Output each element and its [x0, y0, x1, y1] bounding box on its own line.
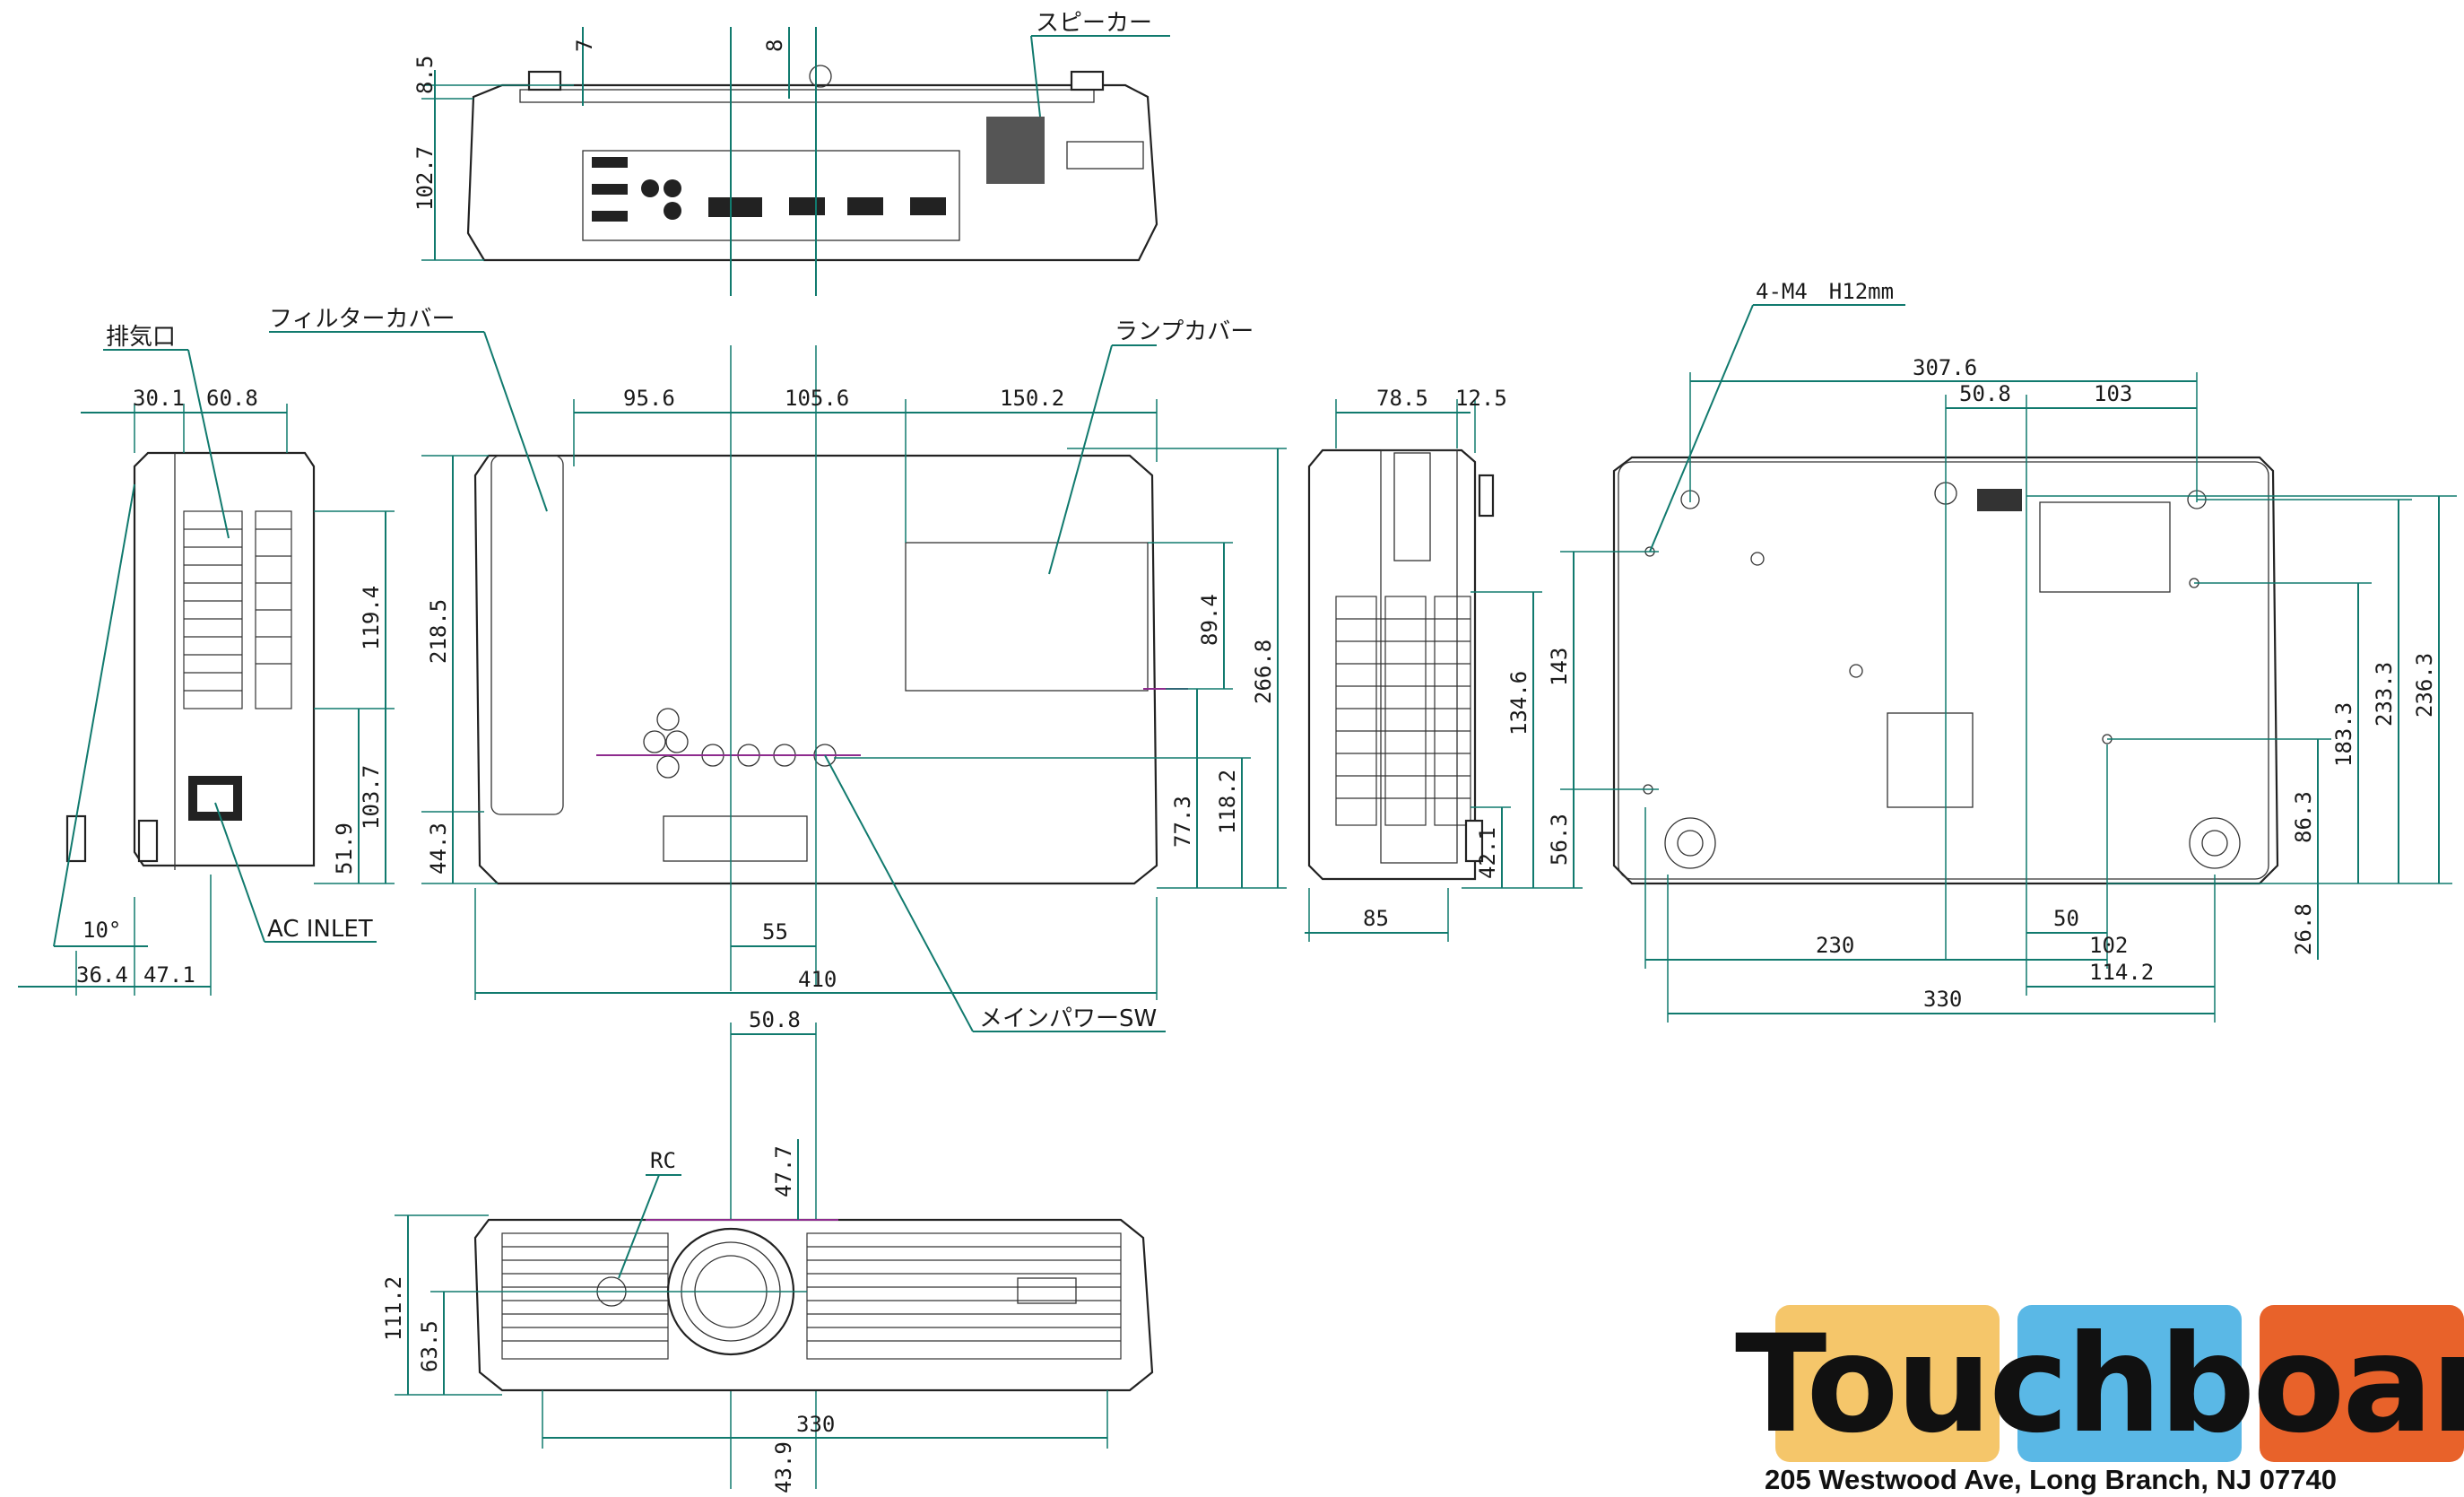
label-screw-holes: 4-M4 H12mm: [1756, 279, 1894, 304]
dim-front-118-2: 118.2: [1215, 770, 1240, 834]
dim-left-36-4: 36.4: [76, 962, 128, 988]
label-lamp-cover: ランプカバー: [1115, 318, 1254, 345]
bottom-view: 307.6 50.8 103 143 56.3 236.3 233.3 183.…: [1547, 279, 2457, 1023]
dim-front-77-3: 77.3: [1170, 796, 1195, 848]
dim-bottom-102: 102: [2089, 933, 2128, 958]
dim-top-8: 8: [762, 39, 787, 52]
dim-top-8-5: 8.5: [412, 56, 438, 94]
dim-right-143: 143: [1547, 648, 1572, 686]
dim-bottom-236-3: 236.3: [2412, 653, 2437, 718]
label-main-power-sw: メインパワーSW: [979, 1005, 1157, 1032]
dim-bottom-183-3: 183.3: [2331, 702, 2356, 767]
logo-tile-orange: [2260, 1305, 2464, 1462]
dim-left-60-8: 60.8: [206, 386, 258, 411]
dim-front-50-8: 50.8: [749, 1007, 801, 1032]
label-filter-cover: フィルターカバー: [269, 306, 455, 333]
dim-left-119-4: 119.4: [359, 586, 384, 650]
dim-right-12-5: 12.5: [1455, 386, 1507, 411]
lens-view: 111.2 63.5 47.7 330 43.9 RC: [381, 1139, 1154, 1493]
dim-bottom-50-8: 50.8: [1959, 381, 2011, 406]
dim-lens-63-5: 63.5: [417, 1320, 442, 1372]
logo-brand: Touchboards: [1735, 1307, 2464, 1463]
label-rc: RC: [650, 1148, 676, 1173]
dim-front-95-6: 95.6: [623, 386, 675, 411]
rear-view: 7 8 8.5 102.7 スピーカー: [412, 10, 1170, 296]
dim-right-85: 85: [1363, 906, 1389, 931]
label-speaker: スピーカー: [1036, 10, 1152, 37]
logo-tile-yellow: [1775, 1305, 2000, 1462]
label-ac-inlet: AC INLET: [267, 916, 373, 943]
dim-front-55: 55: [762, 919, 788, 944]
right-side-view: 78.5 12.5 134.6 42.1 85: [1305, 386, 1583, 942]
dim-front-44-3: 44.3: [426, 822, 451, 875]
dim-right-134-6: 134.6: [1506, 671, 1531, 735]
dim-bottom-330: 330: [1923, 987, 1962, 1012]
dim-left-10deg: 10°: [82, 918, 121, 943]
dim-lens-111-2: 111.2: [381, 1276, 406, 1341]
dim-front-150-2: 150.2: [1000, 386, 1064, 411]
dim-lens-330: 330: [796, 1412, 835, 1437]
dim-bottom-307-6: 307.6: [1913, 355, 1977, 380]
dim-top-7: 7: [572, 39, 597, 52]
dim-bottom-103: 103: [2094, 381, 2132, 406]
dim-bottom-26-8: 26.8: [2291, 903, 2316, 955]
dim-front-266-8: 266.8: [1251, 640, 1276, 704]
dim-right-42-1: 42.1: [1475, 827, 1500, 879]
dim-lens-47-7: 47.7: [771, 1145, 796, 1197]
top-view: 95.6 105.6 150.2 218.5 44.3 89.4 266.8 1…: [269, 306, 1287, 1489]
dim-front-218-5: 218.5: [426, 599, 451, 664]
dim-bottom-114-2: 114.2: [2089, 960, 2154, 985]
dim-left-103-7: 103.7: [359, 765, 384, 830]
dim-bottom-230: 230: [1816, 933, 1854, 958]
dim-bottom-50: 50: [2053, 906, 2079, 931]
logo-tile-blue: [2017, 1305, 2242, 1462]
dim-bottom-233-3: 233.3: [2372, 662, 2397, 727]
dim-left-30-1: 30.1: [133, 386, 185, 411]
dim-lens-43-9: 43.9: [771, 1441, 796, 1493]
dim-bottom-86-3: 86.3: [2291, 791, 2316, 843]
touchboards-logo: Touchboards 205 Westwood Ave, Long Branc…: [1735, 1305, 2464, 1495]
dim-left-47-1: 47.1: [143, 962, 195, 988]
dim-right-78-5: 78.5: [1376, 386, 1428, 411]
logo-address: 205 Westwood Ave, Long Branch, NJ 07740: [1765, 1464, 2337, 1495]
left-side-view: 30.1 60.8 119.4 103.7 51.9 10° 36.4 47.1…: [18, 324, 395, 996]
label-exhaust: 排気口: [106, 324, 176, 351]
dim-top-102-7: 102.7: [412, 146, 438, 211]
dim-front-410: 410: [798, 967, 837, 992]
dim-front-105-6: 105.6: [785, 386, 849, 411]
dim-right-56-3: 56.3: [1547, 814, 1572, 866]
dim-left-51-9: 51.9: [332, 822, 357, 875]
dim-front-89-4: 89.4: [1197, 594, 1222, 646]
